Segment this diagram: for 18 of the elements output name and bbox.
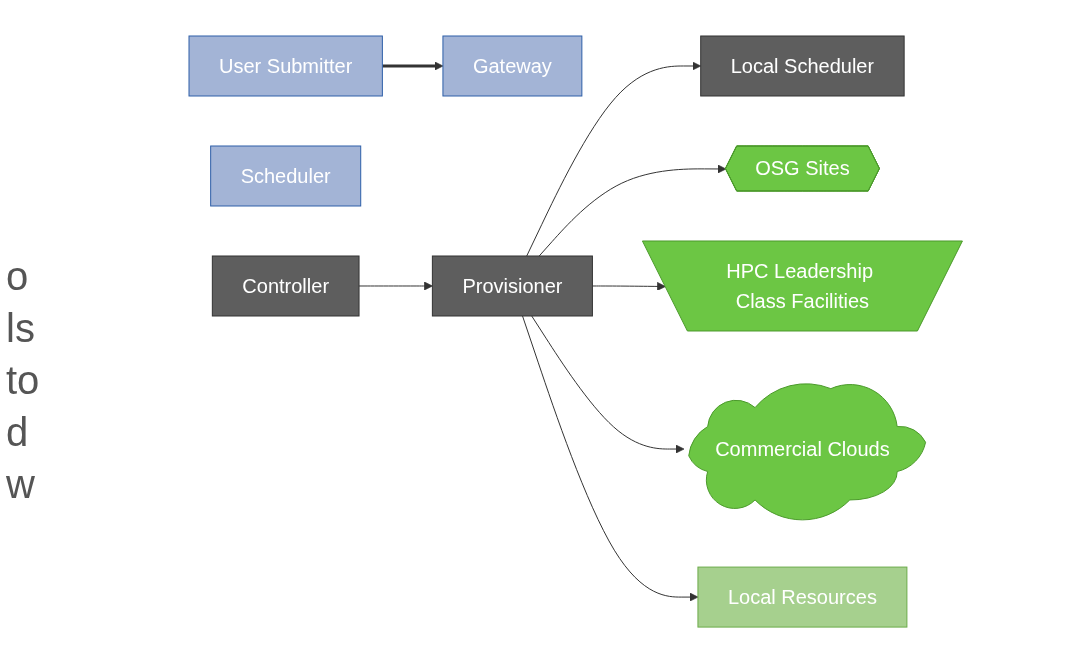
node-box: Scheduler xyxy=(210,145,362,207)
arrow xyxy=(382,61,444,71)
arrow xyxy=(526,61,702,257)
text-fragment: o xyxy=(6,253,30,300)
text-fragment: to xyxy=(6,357,41,404)
node-box: User Submitter xyxy=(188,35,384,97)
text-fragment: w xyxy=(6,461,36,508)
node-box: Local Scheduler xyxy=(700,35,905,97)
node-box: Gateway xyxy=(442,35,583,97)
arrow xyxy=(531,315,685,454)
node-box: Local Resources xyxy=(697,566,908,628)
arrow xyxy=(522,315,699,602)
arrow xyxy=(539,164,727,257)
arrow xyxy=(592,281,667,291)
text-fragment: d xyxy=(6,409,30,456)
node-box: Provisioner xyxy=(432,255,594,317)
node-box: Controller xyxy=(212,255,360,317)
text-fragment: ls xyxy=(6,305,36,352)
